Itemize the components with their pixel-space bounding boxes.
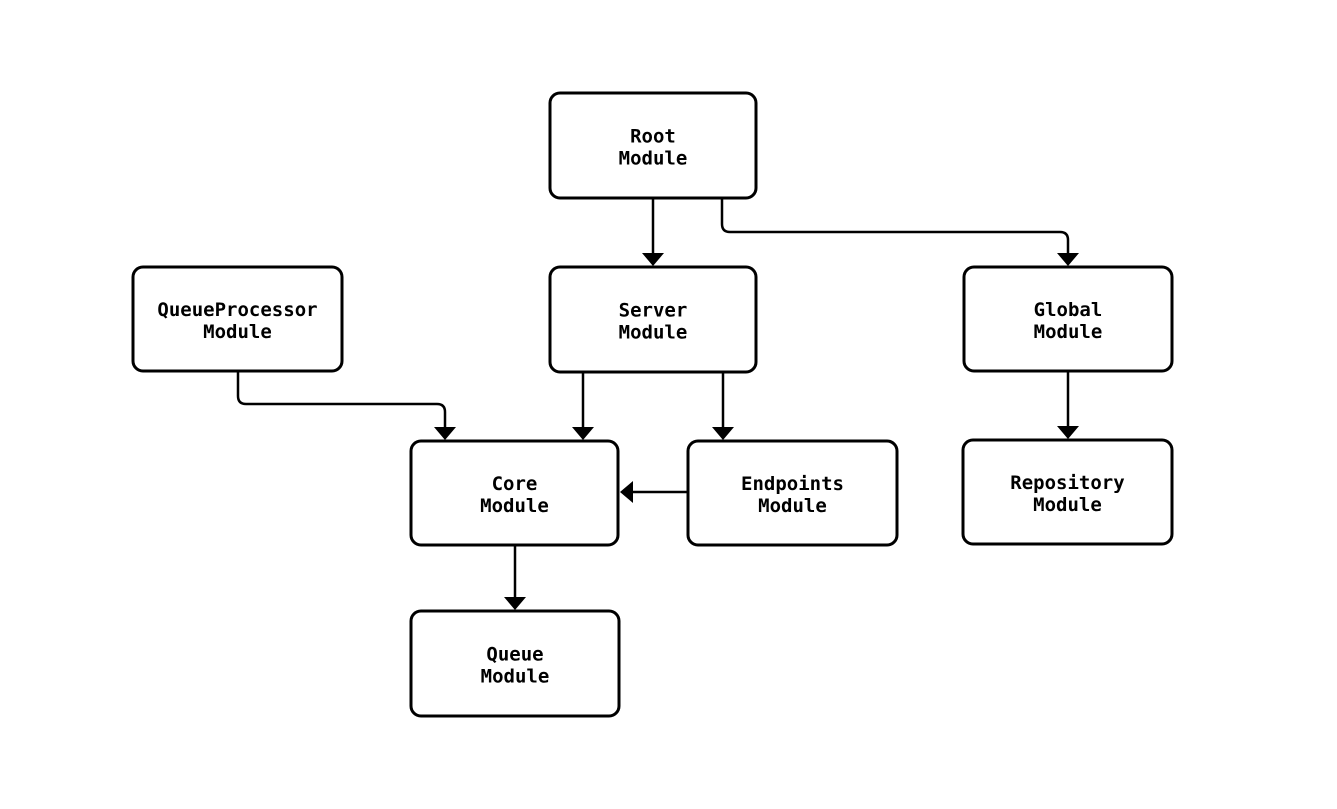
arrowhead-icon bbox=[434, 427, 456, 440]
arrowhead-icon bbox=[504, 597, 526, 610]
module-box bbox=[961, 438, 1174, 546]
edge-line bbox=[720, 198, 1070, 253]
edge-global-to-repository bbox=[1057, 371, 1079, 439]
arrowhead-icon bbox=[1057, 253, 1079, 266]
arrowhead-icon bbox=[712, 427, 734, 440]
module-box bbox=[548, 91, 758, 200]
arrowhead-icon bbox=[572, 427, 594, 440]
module-box bbox=[131, 265, 344, 373]
edge-root-to-server bbox=[642, 198, 664, 266]
module-box bbox=[962, 265, 1174, 373]
edge-core-to-queue bbox=[504, 545, 526, 610]
edge-line bbox=[236, 371, 447, 427]
module-box bbox=[548, 265, 758, 374]
arrowhead-icon bbox=[642, 253, 664, 266]
edge-server-to-core bbox=[572, 372, 594, 440]
module-box bbox=[686, 439, 899, 547]
edge-endpoints-to-core bbox=[620, 481, 688, 503]
module-box bbox=[409, 439, 620, 547]
arrowhead-icon bbox=[620, 481, 633, 503]
module-box bbox=[409, 609, 621, 718]
edge-server-to-endpoints bbox=[712, 372, 734, 440]
edge-queueprocessor-to-core bbox=[236, 371, 456, 440]
arrowhead-icon bbox=[1057, 426, 1079, 439]
edge-root-to-global bbox=[720, 198, 1079, 266]
